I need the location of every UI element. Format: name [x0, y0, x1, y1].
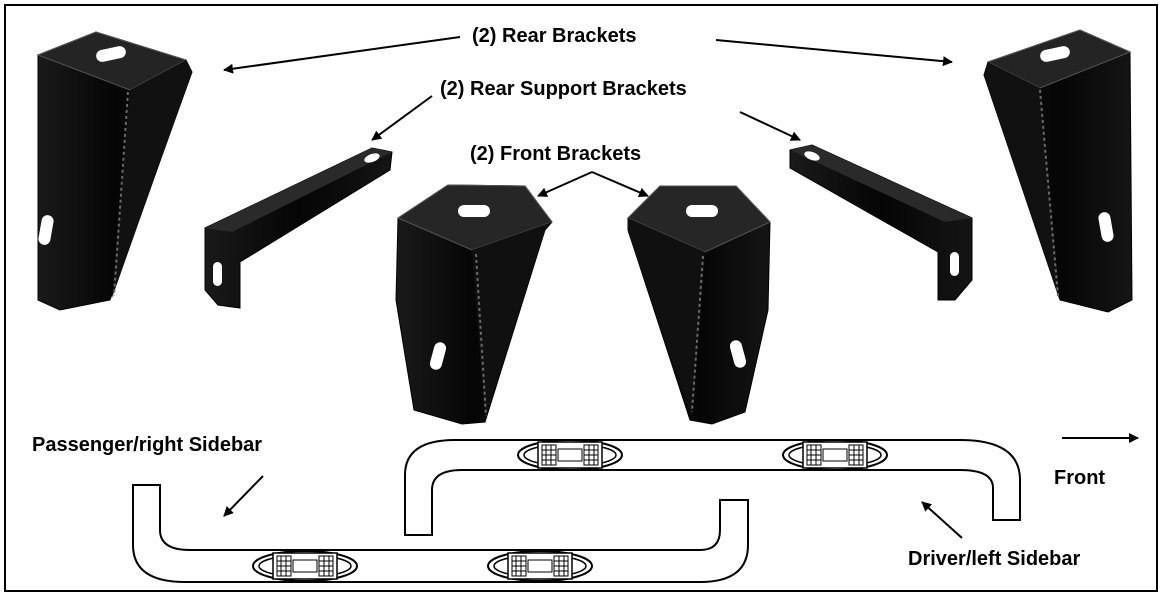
front-brackets-label: (2) Front Brackets [470, 143, 642, 165]
rear-support-brackets-label: (2) Rear Support Brackets [440, 78, 687, 100]
rear-support-bracket-right [789, 144, 973, 301]
rear-support-arrow-right [739, 111, 801, 141]
rear-bracket-right [983, 29, 1133, 313]
driver-sidebar-label: Driver/left Sidebar [908, 548, 1081, 570]
front-brackets-arrow-right [591, 171, 649, 198]
rear-bracket-left [36, 31, 193, 311]
diagram-frame [4, 4, 1158, 592]
rear-brackets-arrow-left [223, 36, 461, 74]
rear-brackets-label: (2) Rear Brackets [472, 25, 637, 47]
driver-sidebar-arrow [921, 501, 963, 539]
front-bracket-left [395, 184, 553, 425]
passenger-sidebar-drawing [132, 484, 749, 583]
front-brackets-arrow-left [537, 171, 593, 197]
rear-brackets-arrow-right [715, 39, 953, 67]
front-direction-label: Front [1054, 467, 1106, 489]
rear-support-arrow-left [371, 95, 433, 141]
passenger-sidebar-arrow [223, 475, 264, 517]
passenger-sidebar-label: Passenger/right Sidebar [32, 434, 263, 456]
driver-sidebar-drawing [404, 439, 1021, 536]
rear-support-bracket-left [204, 147, 393, 309]
front-bracket-right [627, 185, 771, 425]
